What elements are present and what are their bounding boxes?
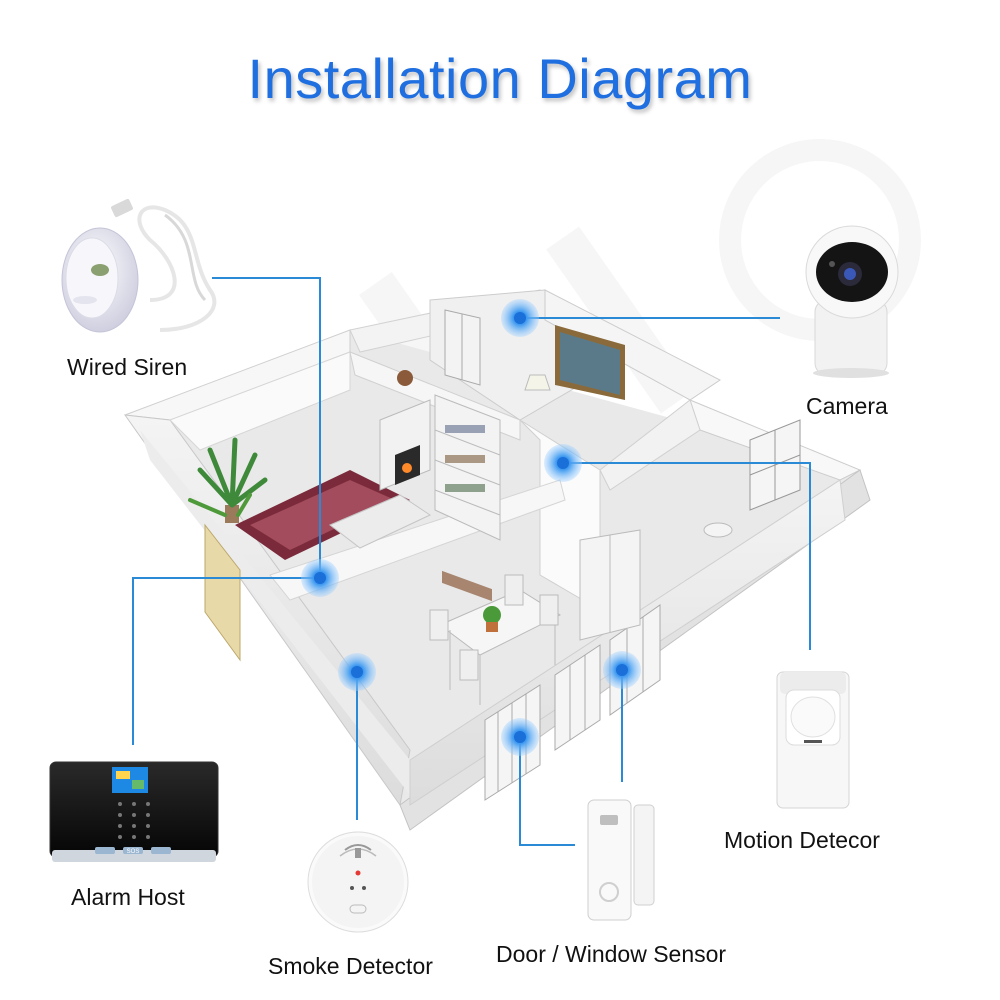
label-alarm-host: Alarm Host xyxy=(71,884,185,910)
smoke-detector-device xyxy=(307,831,409,933)
install-markers xyxy=(301,299,641,756)
diagram-title: Installation Diagram xyxy=(247,47,753,110)
marker-smoke xyxy=(338,653,376,691)
wall-left xyxy=(169,351,351,451)
motion-detector-device xyxy=(776,671,850,809)
line-alarm-host xyxy=(132,577,320,745)
alarm-host-sos-label: SOS xyxy=(127,849,140,855)
wired-siren-device xyxy=(61,198,217,333)
dining-chairs xyxy=(429,574,559,681)
label-camera: Camera xyxy=(806,393,888,419)
toilet xyxy=(703,522,733,538)
line-door-sensor-left xyxy=(519,737,575,846)
wall-clock xyxy=(397,370,413,386)
marker-door-left xyxy=(501,718,539,756)
sofa xyxy=(329,494,432,549)
plant-left xyxy=(188,437,268,523)
marker-door-right xyxy=(603,651,641,689)
label-wired-siren: Wired Siren xyxy=(67,354,188,380)
marker-siren-host xyxy=(301,559,339,597)
label-smoke-detector: Smoke Detector xyxy=(268,953,433,979)
camera-device xyxy=(805,225,899,378)
table-plant xyxy=(483,606,501,624)
wall-partition-3 xyxy=(599,399,701,491)
house-floor xyxy=(125,330,860,805)
line-wired-siren xyxy=(212,277,321,575)
dining-table xyxy=(439,589,562,656)
marker-motion xyxy=(544,444,582,482)
line-motion-detector xyxy=(563,462,811,650)
left-door xyxy=(204,523,241,662)
label-door-window-sensor: Door / Window Sensor xyxy=(496,941,727,967)
house-illustration xyxy=(123,289,871,831)
label-motion-detector: Motion Detecor xyxy=(724,827,880,853)
marker-camera xyxy=(501,299,539,337)
alarm-host-device: SOS xyxy=(49,761,219,862)
bedroom-lamp xyxy=(524,374,551,391)
door-window-sensor-device xyxy=(587,799,655,921)
